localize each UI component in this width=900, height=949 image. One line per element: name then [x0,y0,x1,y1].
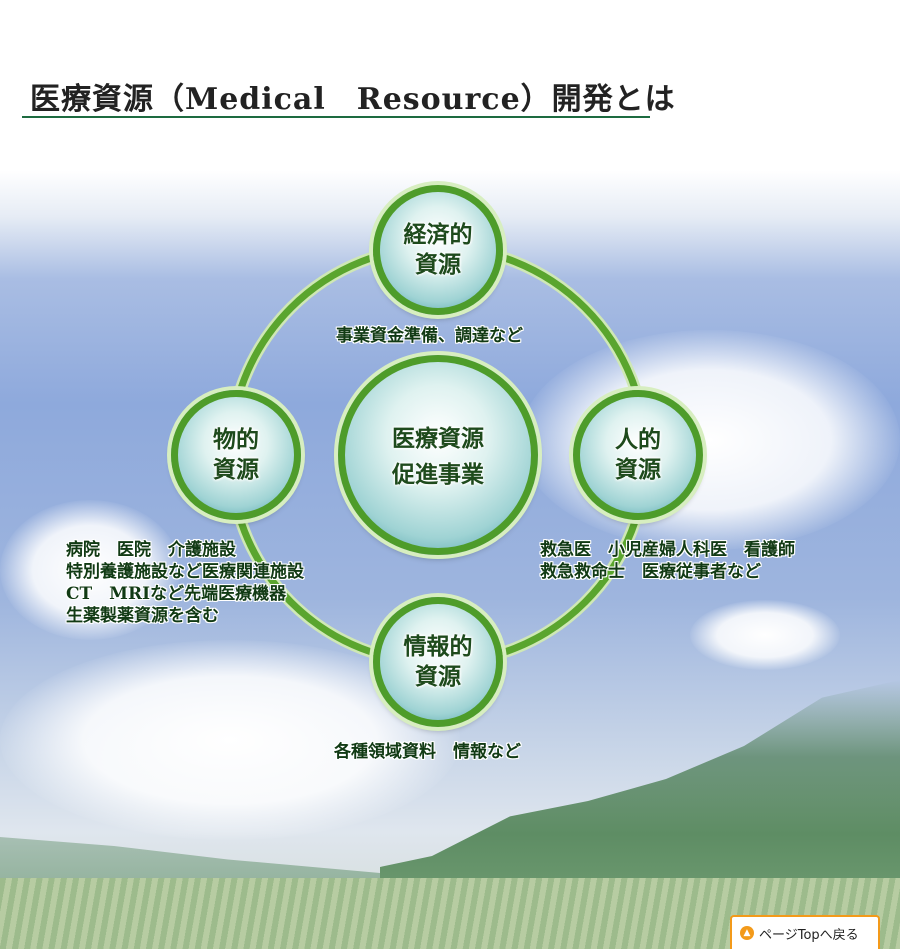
title-underline [22,116,650,118]
cloud [690,600,840,670]
human-node: 人的資源 [573,390,703,520]
desc-line: 病院 医院 介護施設 [66,540,236,560]
page-title: 医療資源（Medical Resource）開発とは [30,82,676,117]
node-label: 経済的 [403,221,473,249]
node-label: 物的 [213,426,259,454]
desc-line: 救急救命士 医療従事者など [540,562,761,582]
desc-line: CT MRIなど先端医療機器 [66,584,287,604]
economic-desc: 事業資金準備、調達など [336,326,523,346]
node-label: 情報的 [403,633,473,661]
desc-line: 生薬製薬資源を含む [66,606,219,626]
information-desc: 各種領域資料 情報など [334,742,521,762]
node-label: 資源 [415,663,461,690]
human-desc: 救急医 小児産婦人科医 看護師 救急救命士 医療従事者など [540,539,795,583]
desc-line: 特別養護施設など医療関連施設 [66,562,304,582]
center-node: 医療資源促進事業 [338,355,538,555]
center-line2: 促進事業 [392,461,484,488]
node-label: 資源 [213,456,259,483]
node-label: 人的 [615,426,661,454]
page-top-label: ページTopへ戻る [759,927,859,943]
center-line1: 医療資源 [392,424,484,452]
physical-desc: 病院 医院 介護施設 特別養護施設など医療関連施設 CT MRIなど先端医療機器… [66,539,304,627]
chevron-up-icon: ▲ [740,926,754,940]
desc-line: 救急医 小児産婦人科医 看護師 [540,540,795,560]
node-label: 資源 [415,251,461,278]
node-label: 資源 [615,456,661,483]
information-node: 情報的資源 [373,597,503,727]
cloud [0,500,180,640]
physical-node: 物的資源 [171,390,301,520]
economic-node: 経済的資源 [373,185,503,315]
page-top-button[interactable]: ▲ ページTopへ戻る [730,915,880,949]
